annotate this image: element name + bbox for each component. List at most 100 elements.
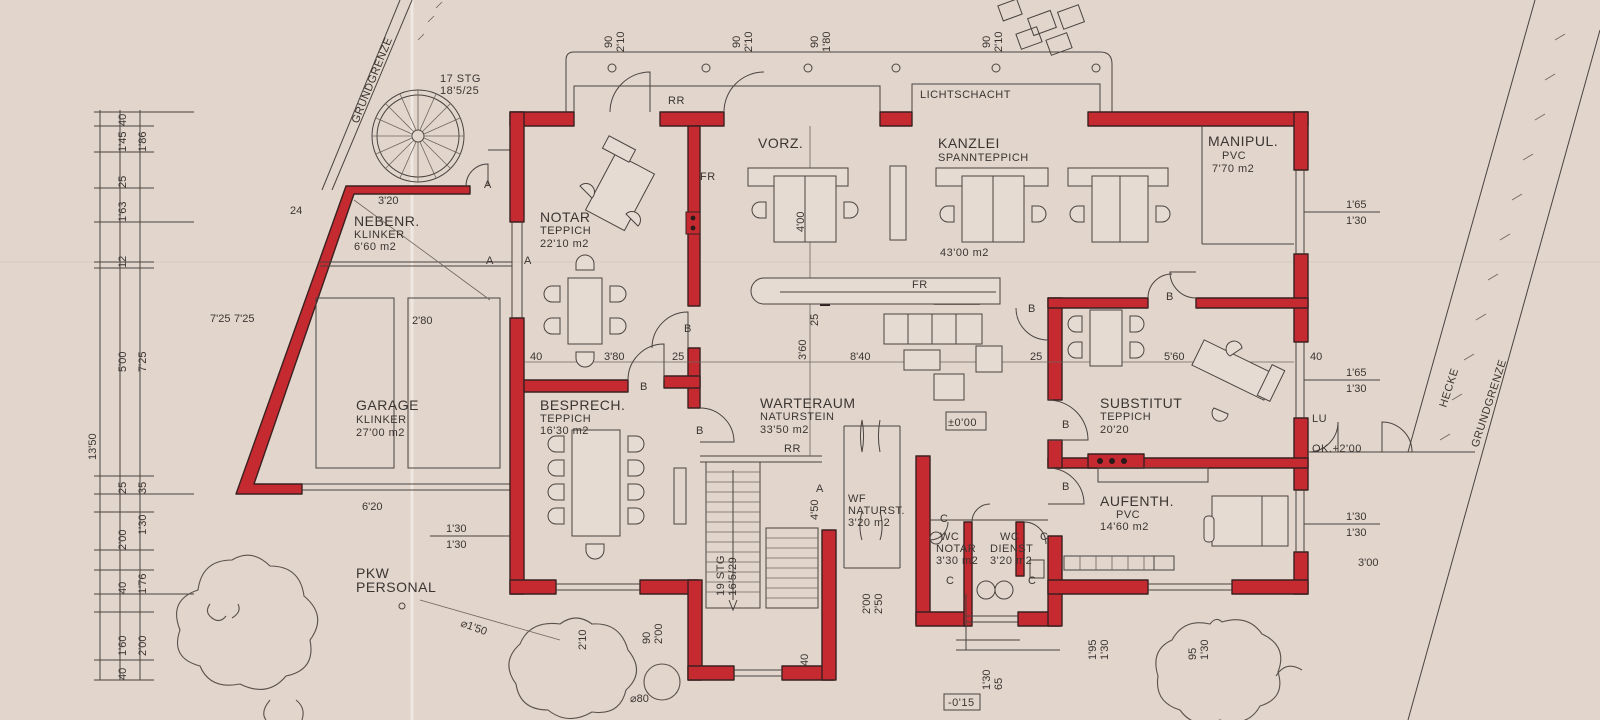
- dim-label: 40: [117, 582, 129, 594]
- dim-label: 5'00: [117, 352, 129, 372]
- room-floor: TEPPICH: [540, 413, 591, 425]
- kanzlei-furniture: [747, 165, 1171, 305]
- dim-label: 90: [641, 632, 653, 644]
- substitut-furniture: [1067, 309, 1286, 422]
- door-c-label: C: [1028, 575, 1036, 587]
- room-name: KANZLEI: [938, 135, 1000, 151]
- door-b-label: B: [1062, 481, 1070, 493]
- door-swings: [609, 71, 1413, 569]
- room-floor: KLINKER: [356, 414, 407, 426]
- room-wc-dienst: WC DIENST 3'20 m2: [990, 531, 1033, 567]
- dim-label: 5'60: [1164, 351, 1184, 363]
- room-area: 16'30 m2: [540, 425, 589, 437]
- room-floor: SPANNTEPPICH: [938, 152, 1029, 164]
- room-name: SUBSTITUT: [1100, 395, 1182, 411]
- room-name: AUFENTH.: [1100, 493, 1174, 509]
- hecke-label: HECKE: [1437, 367, 1461, 409]
- room-area: 20'20: [1100, 424, 1129, 436]
- dim-label: 12: [117, 256, 129, 268]
- dim-label: 1'65: [1346, 199, 1366, 211]
- stair-dim-label: 40: [799, 654, 811, 666]
- door-b-label: B: [1028, 303, 1036, 315]
- lu-label: LU: [1312, 413, 1327, 425]
- dim-label: 1'60: [117, 636, 129, 656]
- dim-label: 90: [731, 36, 743, 48]
- room-manipul: MANIPUL. PVC 7'70 m2: [1208, 133, 1278, 175]
- wf-dim-label: 2'00: [861, 594, 873, 614]
- room-name: BESPRECH.: [540, 397, 625, 413]
- room-area: 6'60 m2: [354, 241, 396, 253]
- dim-label: 2'00: [137, 636, 149, 656]
- dim-label: 2'10: [615, 32, 627, 52]
- pkw-label: PKW: [356, 565, 390, 581]
- area-pkw: PKW PERSONAL: [356, 565, 436, 610]
- small-dim-label: 2'80: [412, 315, 432, 327]
- room-wf: WF NATURST. 3'20 m2: [848, 493, 905, 529]
- room-floor: PVC: [1222, 150, 1246, 162]
- pkw-label: PERSONAL: [356, 579, 436, 595]
- property-boundary-right: [1308, 0, 1600, 720]
- door-c-label: C: [946, 575, 954, 587]
- besprech-furniture: [547, 429, 687, 560]
- room-name: MANIPUL.: [1208, 133, 1278, 149]
- grundgrenze-right-label: GRUNDGRENZE: [1469, 358, 1509, 449]
- dim-label: 1'63: [117, 202, 129, 222]
- dim-label: 1'30: [1346, 383, 1366, 395]
- dim-label: 2'00: [653, 624, 665, 644]
- dim-label: 25: [117, 176, 129, 188]
- dim-label: 1'30: [1346, 215, 1366, 227]
- right-window-dims: 1'65 1'30 1'65 1'30 1'30 1'30 1'30 1'30: [430, 199, 1380, 551]
- dim-label: 1'30: [981, 670, 993, 690]
- room-area: 7'70 m2: [1212, 163, 1254, 175]
- property-boundary-left: [321, 0, 443, 191]
- left-dimension-chain: [94, 110, 194, 681]
- room-kanzlei: KANZLEI SPANNTEPPICH 43'00 m2: [938, 135, 1029, 259]
- mid-vertical-label: 3'60: [797, 340, 809, 360]
- room-area: 33'50 m2: [760, 424, 809, 436]
- room-notar: NOTAR TEPPICH 22'10 m2: [540, 209, 591, 250]
- tree-dim-label: ⌀1'50: [459, 618, 489, 639]
- room-floor: NATURST.: [848, 505, 905, 517]
- angle-dim-label: 7'25: [210, 313, 230, 325]
- room-area: 3'20 m2: [990, 555, 1032, 567]
- dim-label: 40: [117, 114, 129, 126]
- spiral-stair-label: 18'5/25: [440, 85, 479, 97]
- room-floor: NATURSTEIN: [760, 411, 834, 423]
- notar-furniture: [543, 135, 656, 368]
- garage-width-label: 6'20: [362, 501, 382, 513]
- garage-walls: [235, 149, 512, 495]
- entry-level-label: OK.+2'00: [1312, 443, 1362, 455]
- door-b-label: B: [696, 425, 704, 437]
- room-sub: DIENST: [990, 543, 1033, 555]
- room-name: NEBENR.: [354, 213, 420, 229]
- main-stair: [705, 461, 819, 612]
- room-name: WF: [848, 493, 866, 505]
- dim-label: 8'40: [850, 351, 870, 363]
- main-stair-label: 16'5/29: [727, 557, 739, 596]
- total-height-label: 13'50: [87, 433, 99, 460]
- dim-label: 1'76: [137, 574, 149, 594]
- door-b-label: B: [1166, 291, 1174, 303]
- rr-label: RR: [784, 443, 801, 455]
- room-name: GARAGE: [356, 397, 419, 413]
- garage-depth-label: 7'25: [234, 313, 254, 325]
- dim-label: 1'65: [1346, 367, 1366, 379]
- angle-dim-label: 3'00: [1358, 557, 1378, 569]
- door-a-label: A: [486, 255, 494, 267]
- wf-dim-label: 2'50: [873, 594, 885, 614]
- door-markers: A A A A B B B B B B B C C C C: [484, 179, 1174, 587]
- top-window-dims: 90 2'10 90 2'10 90 1'80 90 2'10: [603, 32, 1005, 52]
- door-a-label: A: [816, 483, 824, 495]
- door-a-label: A: [484, 179, 492, 191]
- dim-label: 1'30: [1199, 640, 1211, 660]
- rr-label: RR: [668, 95, 685, 107]
- dim-label: 90: [603, 36, 615, 48]
- dim-label: 1'95: [1087, 640, 1099, 660]
- warteraum-furniture: [883, 313, 1003, 431]
- room-floor: PVC: [1116, 509, 1140, 521]
- misc-dims: 7'25 6'20 24 7'25 3'00 90 2'00 1'30 65 1…: [210, 195, 1378, 705]
- dim-label: 2'00: [117, 530, 129, 550]
- dim-label: 65: [993, 678, 1005, 690]
- stepping-stones: [997, 0, 1086, 56]
